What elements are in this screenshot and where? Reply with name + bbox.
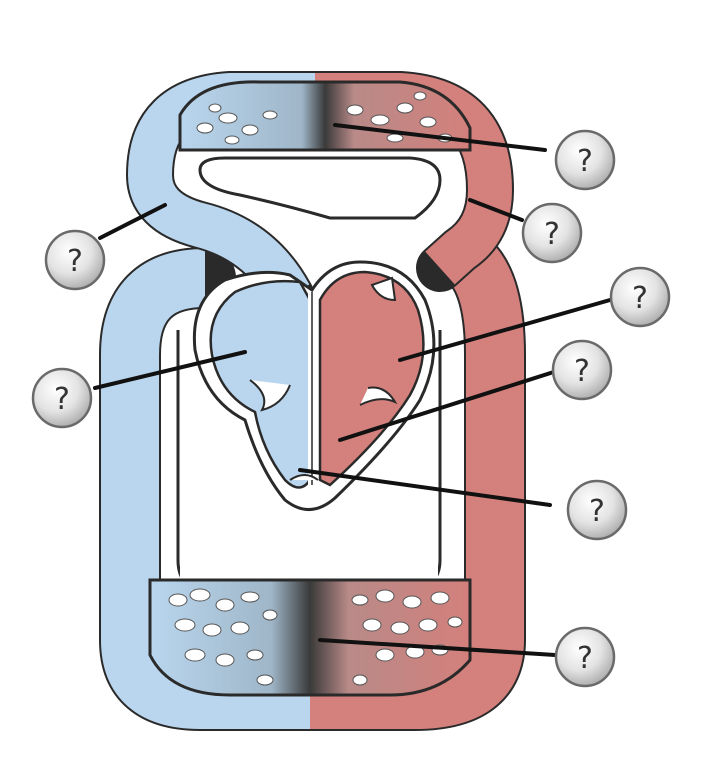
leader-line-body-capillaries (318, 638, 557, 657)
marker-left-atrium[interactable]: ? (609, 266, 671, 328)
question-mark-icon: ? (577, 641, 593, 676)
marker-right-atrium[interactable]: ? (31, 367, 93, 429)
leader-line-left-ventricle (338, 368, 562, 442)
marker-circle (521, 202, 583, 264)
lung-capillary-bed (178, 80, 472, 152)
marker-circle (31, 367, 93, 429)
mitral-valve (359, 386, 398, 406)
leader-line-pulmonary-artery (468, 198, 524, 222)
left-heart-chambers (318, 270, 425, 487)
question-mark-icon: ? (544, 217, 560, 252)
marker-circle (551, 339, 613, 401)
body-capillary-bed (148, 578, 472, 697)
marker-circle (44, 229, 106, 291)
leader-line-right-atrium (93, 350, 247, 390)
leader-line-left-atrium (398, 298, 612, 362)
leader-lines (93, 123, 612, 657)
question-mark-icon: ? (589, 494, 605, 529)
question-mark-icon: ? (67, 244, 83, 279)
leader-line-lung-capillaries (333, 123, 547, 152)
marker-circle (554, 129, 616, 191)
question-mark-icon: ? (632, 281, 648, 316)
marker-circle (609, 266, 671, 328)
marker-left-ventricle[interactable]: ? (551, 339, 613, 401)
question-mark-icon: ? (54, 382, 70, 417)
aortic-valve (370, 276, 397, 302)
marker-circle (554, 626, 616, 688)
heart (192, 260, 436, 511)
marker-pulmonary-vein[interactable]: ? (44, 229, 106, 291)
tricuspid-valve (249, 379, 291, 412)
marker-body-capillaries[interactable]: ? (554, 626, 616, 688)
marker-circle (566, 479, 628, 541)
question-mark-icon: ? (577, 144, 593, 179)
leader-line-septum (298, 468, 552, 507)
pulmonary-loop (125, 71, 515, 319)
leader-line-pulmonary-vein-left (98, 203, 167, 240)
marker-septum[interactable]: ? (566, 479, 628, 541)
marker-pulmonary-artery[interactable]: ? (521, 202, 583, 264)
lung-inner-space (198, 156, 442, 220)
question-mark-icon: ? (574, 354, 590, 389)
marker-lung-capillaries[interactable]: ? (554, 129, 616, 191)
